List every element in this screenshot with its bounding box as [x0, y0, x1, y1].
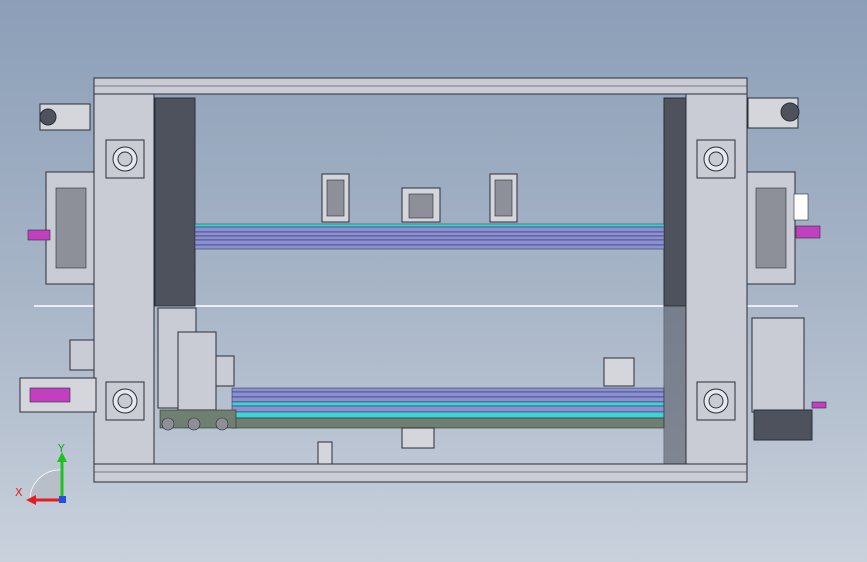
left-dark-plate — [154, 97, 196, 307]
lower-rail — [231, 387, 665, 429]
bearing-block-top-right — [696, 139, 736, 179]
upper-motor-left — [321, 173, 350, 223]
upper-rail — [194, 223, 665, 250]
bearing-block-top-left — [105, 139, 145, 179]
left-side-mount — [27, 171, 95, 285]
bearing-block-bottom-left — [105, 381, 145, 421]
x-axis-label: X — [15, 486, 23, 499]
y-axis-label: Y — [57, 442, 65, 455]
lower-rail-bracket — [603, 357, 635, 387]
bearing-block-bottom-right — [696, 381, 736, 421]
right-drag-chain — [663, 305, 687, 465]
bottom-beam — [93, 463, 748, 483]
floor-pin — [317, 441, 333, 465]
left-bracket — [69, 339, 95, 371]
lower-carriage — [401, 427, 435, 449]
left-side-motor-top — [39, 103, 91, 131]
left-carriage — [157, 307, 237, 431]
right-side-motor-top — [747, 97, 800, 129]
upper-motor-right — [489, 173, 518, 223]
z-axis-marker — [59, 496, 66, 503]
right-dark-plate — [663, 97, 687, 307]
upper-motor-center — [401, 187, 441, 223]
right-side-motor-bottom — [751, 317, 827, 441]
right-side-mount — [746, 171, 821, 285]
left-side-motor-bottom — [19, 377, 97, 413]
axis-triad: X Y — [15, 442, 67, 505]
